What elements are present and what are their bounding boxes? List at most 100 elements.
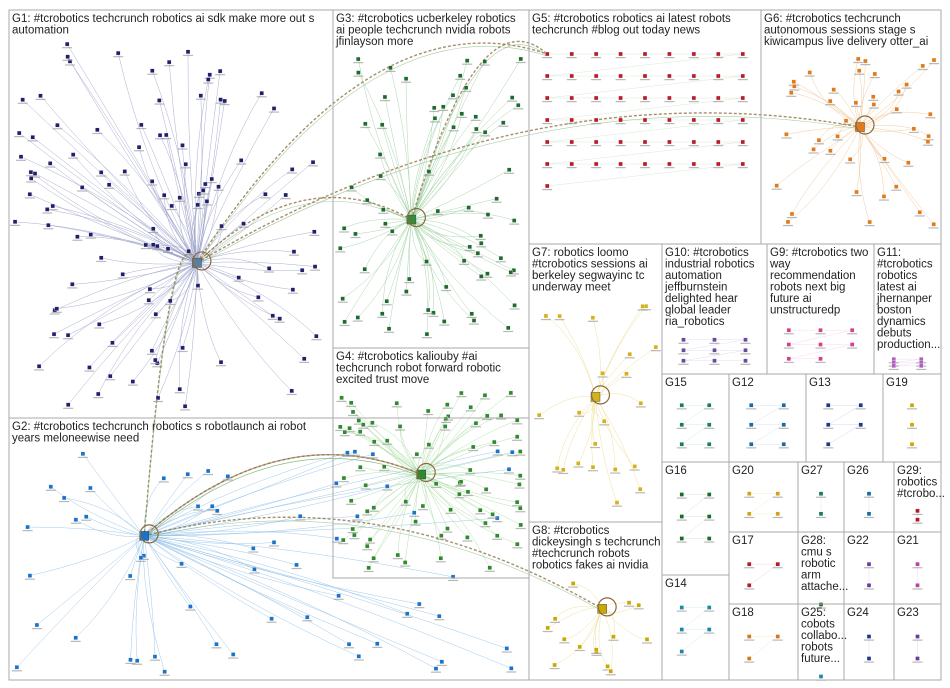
user-avatar-icon[interactable]	[642, 139, 648, 145]
user-avatar-icon[interactable]	[618, 51, 623, 57]
user-avatar-icon[interactable]	[826, 442, 831, 447]
user-avatar-icon[interactable]	[371, 505, 377, 510]
user-avatar-icon[interactable]	[789, 90, 794, 95]
user-avatar-icon[interactable]	[545, 625, 550, 631]
user-avatar-icon[interactable]	[570, 581, 576, 586]
user-avatar-icon[interactable]	[506, 325, 511, 331]
user-avatar-icon[interactable]	[366, 565, 371, 571]
user-avatar-icon[interactable]	[271, 106, 277, 111]
user-avatar-icon[interactable]	[642, 73, 648, 79]
user-avatar-icon[interactable]	[458, 73, 463, 78]
user-avatar-icon[interactable]	[593, 161, 599, 167]
user-avatar-icon[interactable]	[98, 170, 104, 175]
user-avatar-icon[interactable]	[355, 315, 360, 320]
user-avatar-icon[interactable]	[681, 337, 686, 342]
user-avatar-icon[interactable]	[32, 171, 38, 176]
user-avatar-icon[interactable]	[130, 379, 136, 384]
user-avatar-icon[interactable]	[115, 50, 121, 56]
user-avatar-icon[interactable]	[48, 484, 53, 489]
user-avatar-icon[interactable]	[545, 161, 550, 167]
user-avatar-icon[interactable]	[441, 104, 446, 109]
user-avatar-icon[interactable]	[483, 487, 489, 492]
user-avatar-icon[interactable]	[818, 674, 824, 679]
user-avatar-icon[interactable]	[465, 489, 471, 495]
user-avatar-icon[interactable]	[716, 161, 721, 167]
user-avatar-icon[interactable]	[931, 57, 937, 63]
user-avatar-icon[interactable]	[681, 358, 686, 363]
user-avatar-icon[interactable]	[340, 296, 345, 301]
user-avatar-icon[interactable]	[613, 467, 618, 472]
user-avatar-icon[interactable]	[347, 425, 352, 431]
user-avatar-icon[interactable]	[151, 242, 156, 247]
user-avatar-icon[interactable]	[153, 312, 158, 317]
user-avatar-icon[interactable]	[482, 393, 488, 398]
user-avatar-icon[interactable]	[498, 413, 504, 418]
user-avatar-icon[interactable]	[66, 402, 71, 407]
user-avatar-icon[interactable]	[478, 233, 483, 238]
user-avatar-icon[interactable]	[781, 422, 786, 427]
user-avatar-icon[interactable]	[518, 473, 523, 478]
user-avatar-icon[interactable]	[407, 276, 412, 282]
user-avatar-icon[interactable]	[236, 275, 241, 280]
user-avatar-icon[interactable]	[432, 105, 437, 111]
user-avatar-icon[interactable]	[215, 508, 220, 514]
user-avatar-icon[interactable]	[473, 114, 478, 119]
user-avatar-icon[interactable]	[469, 311, 474, 317]
user-avatar-icon[interactable]	[712, 337, 717, 342]
user-avatar-icon[interactable]	[146, 298, 151, 303]
user-avatar-icon[interactable]	[928, 112, 933, 117]
user-avatar-icon[interactable]	[716, 139, 721, 145]
user-avatar-icon[interactable]	[871, 102, 877, 107]
user-avatar-icon[interactable]	[210, 504, 215, 509]
user-avatar-icon[interactable]	[27, 192, 33, 197]
user-avatar-icon[interactable]	[915, 517, 920, 522]
user-avatar-icon[interactable]	[561, 467, 566, 473]
user-avatar-icon[interactable]	[740, 51, 745, 57]
user-avatar-icon[interactable]	[593, 73, 599, 79]
user-avatar-icon[interactable]	[925, 139, 931, 144]
user-avatar-icon[interactable]	[618, 73, 623, 79]
user-avatar-icon[interactable]	[412, 510, 417, 515]
user-avatar-icon[interactable]	[632, 464, 637, 469]
user-avatar-icon[interactable]	[96, 391, 101, 397]
user-avatar-icon[interactable]	[543, 313, 549, 319]
user-avatar-icon[interactable]	[341, 475, 347, 481]
user-avatar-icon[interactable]	[593, 139, 599, 145]
user-avatar-icon[interactable]	[358, 465, 363, 470]
user-avatar-icon[interactable]	[180, 345, 185, 351]
user-avatar-icon[interactable]	[162, 669, 167, 674]
user-avatar-icon[interactable]	[642, 51, 648, 57]
user-avatar-icon[interactable]	[487, 565, 492, 570]
user-avatar-icon[interactable]	[338, 246, 343, 251]
user-avatar-icon[interactable]	[65, 332, 71, 338]
user-avatar-icon[interactable]	[479, 241, 484, 246]
user-avatar-icon[interactable]	[816, 138, 822, 143]
user-avatar-icon[interactable]	[36, 364, 42, 369]
user-avatar-icon[interactable]	[475, 251, 481, 256]
user-avatar-icon[interactable]	[439, 533, 444, 538]
user-avatar-icon[interactable]	[222, 98, 227, 104]
user-avatar-icon[interactable]	[679, 649, 684, 654]
user-avatar-icon[interactable]	[70, 282, 75, 287]
user-avatar-icon[interactable]	[350, 409, 356, 415]
user-avatar-icon[interactable]	[51, 331, 57, 337]
user-avatar-icon[interactable]	[209, 176, 214, 182]
user-avatar-icon[interactable]	[361, 422, 366, 427]
user-avatar-icon[interactable]	[259, 90, 264, 96]
user-avatar-icon[interactable]	[338, 424, 343, 430]
user-avatar-icon[interactable]	[642, 117, 648, 123]
user-avatar-icon[interactable]	[642, 95, 648, 101]
user-avatar-icon[interactable]	[451, 125, 456, 130]
user-avatar-icon[interactable]	[716, 73, 721, 79]
user-avatar-icon[interactable]	[854, 189, 859, 195]
user-avatar-icon[interactable]	[627, 352, 632, 357]
user-avatar-icon[interactable]	[334, 481, 339, 486]
user-avatar-icon[interactable]	[618, 95, 623, 101]
user-avatar-icon[interactable]	[509, 666, 514, 671]
user-avatar-icon[interactable]	[600, 371, 605, 376]
user-avatar-icon[interactable]	[444, 284, 449, 290]
user-avatar-icon[interactable]	[302, 356, 307, 361]
user-avatar-icon[interactable]	[217, 68, 223, 74]
user-avatar-icon[interactable]	[65, 54, 70, 59]
user-avatar-icon[interactable]	[149, 348, 155, 353]
